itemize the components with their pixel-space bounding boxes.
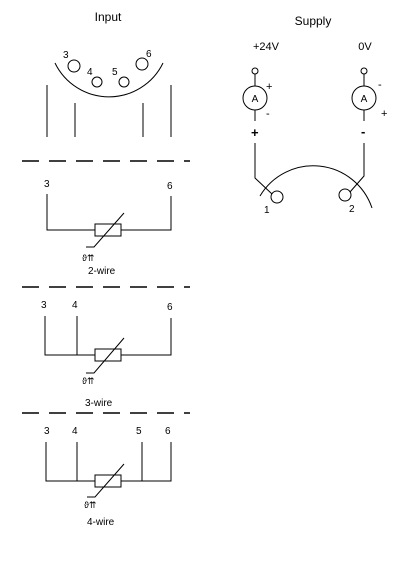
input-terminal-3-label: 3 bbox=[63, 50, 69, 61]
three-wire-rtd-resistor bbox=[94, 348, 122, 362]
three-wire-terminal-3-label: 3 bbox=[41, 300, 47, 311]
three-wire-circuit-return bbox=[121, 318, 172, 356]
input-connector-arc bbox=[54, 62, 164, 98]
four-wire-rtd-symbol: ϑ⇈ bbox=[84, 500, 97, 510]
ammeter-positive-symbol: A bbox=[252, 94, 259, 105]
input-section: Input 3 4 5 6 3 6 ϑ⇈ 2-wire bbox=[22, 10, 190, 528]
three-wire-rtd-symbol: ϑ⇈ bbox=[82, 376, 95, 386]
three-wire-caption: 3-wire bbox=[85, 398, 113, 409]
ammeter-positive: A + - + bbox=[242, 67, 272, 140]
input-title: Input bbox=[95, 10, 122, 24]
supply-connector-arc bbox=[259, 165, 373, 209]
supply-terminal-1-pin bbox=[270, 190, 284, 204]
ammeter-negative: A - + - bbox=[351, 67, 387, 139]
two-wire-terminal-6-label: 6 bbox=[167, 181, 173, 192]
supply-connector: 1 2 bbox=[254, 143, 373, 216]
three-wire-terminal-6-label: 6 bbox=[167, 302, 173, 313]
supply-positive-terminal bbox=[251, 67, 259, 75]
four-wire-terminal-4-label: 4 bbox=[72, 426, 78, 437]
ammeter-positive-upper-sign: + bbox=[266, 81, 272, 93]
ammeter-negative-symbol: A bbox=[361, 94, 368, 105]
supply-terminal-2-label: 2 bbox=[349, 204, 355, 215]
three-wire-rtd-slash bbox=[86, 337, 125, 374]
four-wire-terminal-3-label: 3 bbox=[44, 426, 50, 437]
two-wire-rtd-resistor bbox=[94, 223, 122, 237]
four-wire-connection: 3 4 5 6 ϑ⇈ 4-wire bbox=[44, 426, 172, 528]
ammeter-positive-lower-sign: - bbox=[266, 108, 270, 120]
two-wire-caption: 2-wire bbox=[88, 266, 116, 277]
supply-negative-wire-sign: - bbox=[361, 124, 365, 139]
four-wire-rtd-slash bbox=[87, 463, 125, 498]
input-terminal-3-pin bbox=[67, 59, 81, 73]
supply-negative-terminal bbox=[360, 67, 368, 75]
input-terminal-6-label: 6 bbox=[146, 49, 152, 60]
supply-title: Supply bbox=[295, 14, 332, 28]
two-wire-rtd-symbol: ϑ⇈ bbox=[82, 253, 95, 263]
three-wire-connection: 3 4 6 ϑ⇈ 3-wire bbox=[41, 300, 173, 409]
input-connector: 3 4 5 6 bbox=[46, 49, 172, 137]
supply-negative-lead bbox=[349, 143, 365, 193]
two-wire-circuit bbox=[46, 194, 95, 231]
four-wire-caption: 4-wire bbox=[87, 517, 115, 528]
two-wire-connection: 3 6 ϑ⇈ 2-wire bbox=[44, 179, 173, 277]
supply-section: Supply +24V 0V A + - + A - + - bbox=[242, 14, 387, 216]
ammeter-negative-lower-sign: + bbox=[381, 108, 387, 120]
supply-terminal-1-label: 1 bbox=[264, 205, 270, 216]
three-wire-circuit bbox=[44, 316, 95, 356]
supply-positive-lead bbox=[254, 143, 273, 195]
two-wire-rtd-slash bbox=[86, 212, 125, 248]
input-terminal-6-pin bbox=[135, 57, 149, 71]
input-terminal-4-label: 4 bbox=[87, 67, 93, 78]
input-terminal-4-pin bbox=[91, 76, 103, 88]
four-wire-terminal-5-label: 5 bbox=[136, 426, 142, 437]
ammeter-negative-upper-sign: - bbox=[378, 79, 382, 91]
four-wire-circuit bbox=[45, 442, 95, 482]
supply-positive-wire-sign: + bbox=[251, 125, 259, 140]
supply-negative-label: 0V bbox=[358, 41, 372, 53]
two-wire-terminal-3-label: 3 bbox=[44, 179, 50, 190]
four-wire-terminal-6-label: 6 bbox=[165, 426, 171, 437]
input-terminal-5-pin bbox=[118, 76, 130, 88]
two-wire-circuit-return bbox=[121, 196, 172, 231]
supply-terminal-2-pin bbox=[338, 188, 352, 202]
four-wire-rtd-resistor bbox=[94, 474, 122, 488]
four-wire-circuit-return bbox=[121, 442, 172, 482]
three-wire-terminal-4-label: 4 bbox=[72, 300, 78, 311]
input-terminal-5-label: 5 bbox=[112, 67, 118, 78]
supply-positive-label: +24V bbox=[253, 41, 280, 53]
